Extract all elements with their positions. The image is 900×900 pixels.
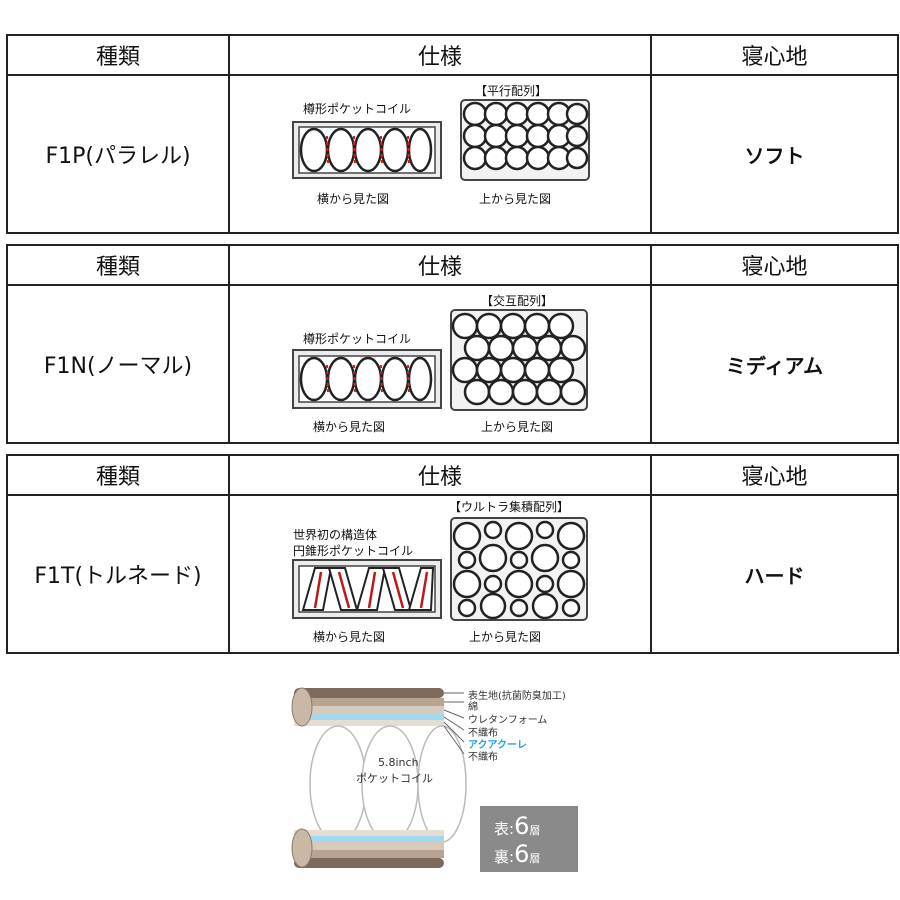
layer-cross-section — [291, 687, 467, 868]
type-label: F1N(ノーマル) — [6, 284, 230, 444]
top-view-parallel — [460, 99, 590, 181]
type-label: F1P(パラレル) — [6, 74, 230, 234]
header-type: 種類 — [6, 244, 230, 286]
back-unit: 層 — [529, 852, 541, 865]
feel-label: ミディアム — [650, 284, 899, 444]
back-label: 裏: — [494, 848, 515, 866]
header-type: 種類 — [6, 454, 230, 496]
header-spec: 仕様 — [228, 34, 652, 76]
header-spec: 仕様 — [228, 454, 652, 496]
side-view-barrel-coils — [292, 121, 442, 179]
spec-table-f1n: 種類 仕様 寝心地 F1N(ノーマル) 樽形ポケットコイル 【交互配列】 — [6, 244, 899, 444]
side-view-cone-coils — [292, 559, 442, 619]
spec-cell: 樽形ポケットコイル 【平行配列】 — [228, 74, 652, 234]
mattress-layer-diagram: 5.8inch ポケットコイル 表生地(抗菌防臭加工) 綿 ウレタンフォーム 不… — [280, 680, 640, 890]
top-caption: 上から見た図 — [469, 630, 542, 644]
coil-name: 樽形ポケットコイル — [303, 332, 412, 346]
layer-label-6: 不織布 — [468, 752, 498, 763]
type-label: F1T(トルネード) — [6, 494, 230, 654]
layer-label-3: ウレタンフォーム — [468, 715, 548, 726]
header-spec: 仕様 — [228, 244, 652, 286]
coil-diagram: 樽形ポケットコイル 【交互配列】 — [285, 288, 595, 440]
front-count: 6 — [514, 812, 530, 840]
arrangement-label: 【交互配列】 — [481, 294, 554, 308]
front-label: 表: — [494, 820, 515, 838]
coil-name: 樽形ポケットコイル — [303, 102, 412, 116]
spec-table-f1p: 種類 仕様 寝心地 F1P(パラレル) 樽形ポケットコイル 【平行配列】 — [6, 34, 899, 234]
side-caption: 横から見た図 — [313, 420, 386, 434]
side-view-barrel-coils — [292, 349, 442, 409]
coil-name-line1: 世界初の構造体 — [293, 528, 378, 542]
header-type: 種類 — [6, 34, 230, 76]
back-count: 6 — [514, 840, 530, 868]
feel-label: ソフト — [650, 74, 899, 234]
side-caption: 横から見た図 — [317, 192, 390, 206]
coil-name-label: ポケットコイル — [356, 772, 433, 785]
layer-label-5-highlight: アクアクーレ — [468, 740, 527, 751]
layer-label-2: 綿 — [468, 702, 478, 713]
arrangement-label: 【ウルトラ集積配列】 — [449, 500, 570, 514]
layer-label-1: 表生地(抗菌防臭加工) — [468, 691, 566, 702]
header-feel: 寝心地 — [650, 34, 899, 76]
side-caption: 横から見た図 — [313, 630, 386, 644]
top-caption: 上から見た図 — [481, 420, 554, 434]
header-feel: 寝心地 — [650, 454, 899, 496]
top-view-ultra-dense — [450, 517, 588, 621]
top-view-alternating — [450, 309, 588, 411]
header-feel: 寝心地 — [650, 244, 899, 286]
coil-size-label: 5.8inch — [378, 756, 419, 769]
front-unit: 層 — [529, 824, 541, 837]
layer-count-box: 表:6層 裏:6層 — [480, 806, 578, 872]
spec-cell: 世界初の構造体 円錐形ポケットコイル 【ウルトラ集積配列】 — [228, 494, 652, 654]
coil-diagram: 世界初の構造体 円錐形ポケットコイル 【ウルトラ集積配列】 — [285, 498, 595, 650]
coil-name-line2: 円錐形ポケットコイル — [293, 544, 414, 558]
coil-illustration — [292, 99, 590, 181]
arrangement-label: 【平行配列】 — [475, 84, 548, 98]
coil-illustration — [292, 517, 588, 621]
feel-label: ハード — [650, 494, 899, 654]
top-caption: 上から見た図 — [479, 192, 552, 206]
layer-label-4: 不織布 — [468, 728, 498, 739]
coil-illustration — [292, 309, 588, 411]
spec-table-f1t: 種類 仕様 寝心地 F1T(トルネード) 世界初の構造体 円錐形ポケットコイル … — [6, 454, 899, 654]
spec-cell: 樽形ポケットコイル 【交互配列】 — [228, 284, 652, 444]
coil-diagram: 樽形ポケットコイル 【平行配列】 — [285, 78, 595, 230]
